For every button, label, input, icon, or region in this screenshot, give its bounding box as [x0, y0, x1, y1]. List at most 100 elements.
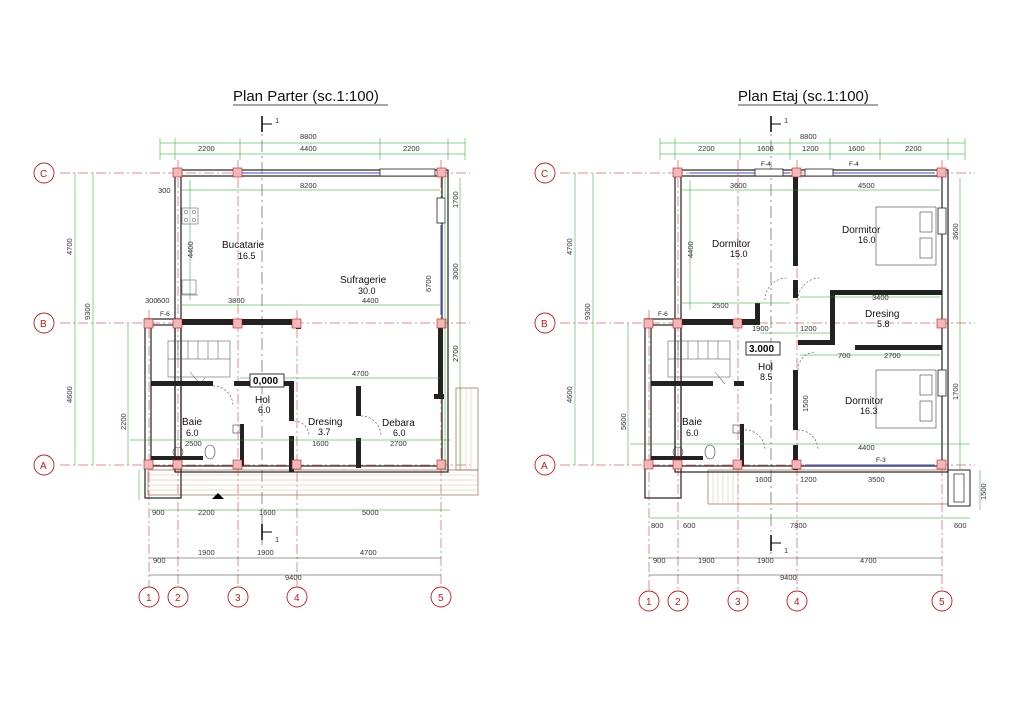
- window-tag: F-3: [876, 457, 886, 464]
- dimension-label: 4400: [186, 241, 195, 258]
- room-name: Sufragerie: [340, 275, 387, 286]
- room-area: 6.0: [258, 405, 271, 415]
- dimension-label: 1600: [312, 439, 329, 448]
- dimension-label: 3800: [228, 296, 245, 305]
- room-name: Dresing: [865, 309, 899, 320]
- upper-plan-title: Plan Etaj (sc.1:100): [738, 88, 869, 105]
- dimension-label: 900: [152, 508, 165, 517]
- dimension-label: 600: [683, 521, 696, 530]
- dimension-label: 2200: [403, 144, 420, 153]
- dimension-label: 4600: [65, 386, 74, 403]
- section-mark-top: 1: [770, 116, 788, 132]
- room-name: Baie: [682, 417, 702, 428]
- room-area: 16.5: [238, 251, 256, 261]
- dimension-label: 1200: [802, 144, 819, 153]
- room-name: Debara: [382, 418, 415, 429]
- dimension-label: 1: [275, 116, 279, 125]
- grid-axis-label: 5: [939, 597, 945, 608]
- room-area: 16.0: [858, 235, 876, 245]
- dimension-label: 1700: [951, 383, 960, 400]
- dimension-label: 3000: [451, 263, 460, 280]
- room-name: Bucatarie: [222, 240, 265, 251]
- dimension-label: 3500: [868, 475, 885, 484]
- dimension-label: 4700: [360, 548, 377, 557]
- dimension-label: 8200: [300, 181, 317, 190]
- dimension-label: 600: [954, 521, 967, 530]
- dimension-label: 4400: [858, 443, 875, 452]
- dimension-label: 600: [157, 296, 170, 305]
- room-area: 16.3: [860, 406, 878, 416]
- room-name: Hol: [255, 395, 270, 406]
- upper-floor-plan: 1 1: [534, 116, 988, 612]
- dimension-label: 2200: [119, 413, 128, 430]
- dimension-label: 3600: [951, 223, 960, 240]
- dimension-label: 300: [158, 186, 171, 195]
- dimension-label: 9300: [583, 303, 592, 320]
- dimension-label: 9300: [83, 303, 92, 320]
- grid-axis-label: 2: [175, 593, 181, 604]
- bed-icon: [875, 206, 937, 266]
- dimension-label: 1900: [757, 556, 774, 565]
- dimension-label: 1900: [698, 556, 715, 565]
- dimension-label: 1900: [257, 548, 274, 557]
- ground-plan-title: Plan Parter (sc.1:100): [233, 88, 379, 105]
- dimension-label: 6700: [424, 275, 433, 292]
- grid-axis-label: 3: [235, 593, 241, 604]
- dimension-label: 2500: [712, 301, 729, 310]
- dimension-label: 1900: [198, 548, 215, 557]
- grid-axis-label: 4: [294, 593, 300, 604]
- dimension-label: 4400: [686, 241, 695, 258]
- upper-level-mark: 3.000: [749, 344, 774, 355]
- window-tag: F-4: [761, 161, 771, 168]
- grid-axis-label: 5: [438, 593, 444, 604]
- grid-axis-label: 1: [646, 597, 652, 608]
- dimension-label: 4700: [352, 369, 369, 378]
- dimension-label: 1600: [757, 144, 774, 153]
- dimension-label: 1700: [451, 191, 460, 208]
- grid-axis-label: A: [40, 461, 47, 472]
- grid-axis-label: C: [40, 169, 47, 180]
- grid-axis-label: 1: [146, 593, 152, 604]
- room-name: Dormitor: [712, 239, 751, 250]
- room-area: 5.8: [877, 319, 890, 329]
- dimension-label: 4600: [565, 386, 574, 403]
- room-name: Dormitor: [842, 225, 881, 236]
- ground-floor-plan: 1 1: [33, 116, 479, 608]
- dimension-label: 900: [653, 556, 666, 565]
- grid-axis-label: C: [541, 169, 548, 180]
- room-area: 6.0: [393, 428, 406, 438]
- dimension-label: 1600: [259, 508, 276, 517]
- dimension-label: 1: [784, 116, 788, 125]
- dimension-label: 700: [838, 351, 851, 360]
- room-name: Baie: [182, 417, 202, 428]
- dimension-label: 8800: [300, 132, 317, 141]
- dimension-label: 1: [275, 535, 279, 544]
- dimension-label: 1600: [755, 475, 772, 484]
- section-mark-bottom: 1: [261, 524, 279, 544]
- upper-bath-fixtures: [672, 277, 821, 460]
- room-area: 6.0: [686, 428, 699, 438]
- dimension-label: 4400: [300, 144, 317, 153]
- ground-level-mark: 0,000: [253, 376, 278, 387]
- dimension-label: 1: [784, 546, 788, 555]
- grid-axis-label: B: [541, 319, 548, 330]
- dimension-label: 7800: [790, 521, 807, 530]
- room-area: 3.7: [318, 427, 331, 437]
- grid-axis-label: A: [541, 461, 548, 472]
- grid-axis-label: 4: [794, 597, 800, 608]
- dimension-label: 3400: [872, 293, 889, 302]
- dimension-label: 1200: [800, 324, 817, 333]
- dimension-label: 9400: [780, 573, 797, 582]
- upper-stairs: [667, 340, 731, 385]
- dimension-label: 1500: [979, 483, 988, 500]
- room-name: Dormitor: [845, 396, 884, 407]
- grid-axis-label: 2: [675, 597, 681, 608]
- dimension-label: 4400: [362, 296, 379, 305]
- room-area: 15.0: [730, 249, 748, 259]
- dimension-label: 2200: [698, 144, 715, 153]
- dimension-label: 5600: [619, 413, 628, 430]
- room-area: 8.5: [760, 372, 773, 382]
- window-tag: F-6: [658, 311, 668, 318]
